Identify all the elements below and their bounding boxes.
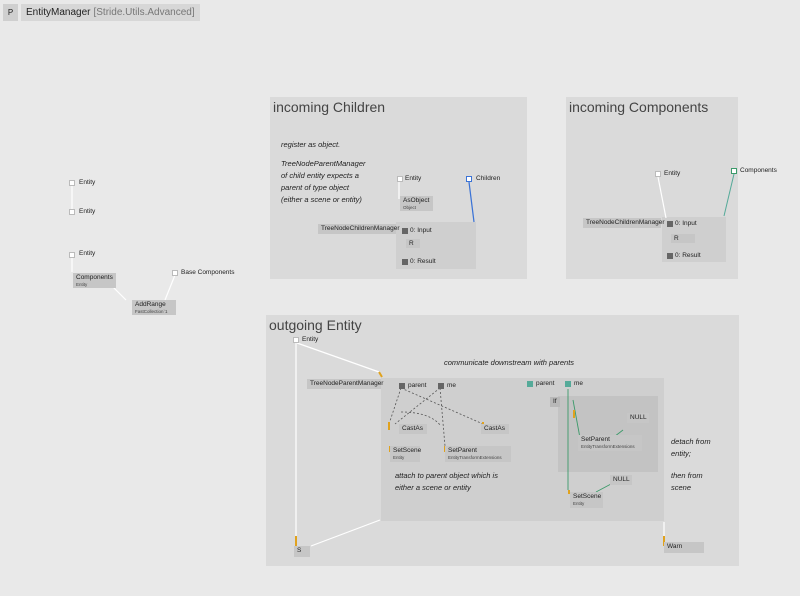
null-node[interactable]: NULL [610, 475, 632, 485]
setscene-node[interactable]: SetScene Entity [570, 492, 603, 508]
setparent-node[interactable]: SetParent EntityTransformExtensions [445, 446, 511, 462]
region-title: incoming Children [273, 99, 386, 115]
comment-line [281, 151, 366, 158]
input-pin[interactable] [402, 228, 408, 234]
entity-pin[interactable] [69, 252, 75, 258]
entity-pin[interactable] [69, 180, 75, 186]
node-title: SetParent [581, 436, 610, 443]
entity-pin-label: Entity [79, 250, 96, 257]
setscene-node[interactable]: SetScene Entity [390, 446, 422, 462]
comment-line: entity; [671, 449, 692, 458]
me-pin[interactable] [438, 383, 444, 389]
me-label: me [447, 382, 457, 389]
register-node[interactable]: R [671, 234, 695, 243]
comment-downstream: communicate downstream with parents [444, 358, 575, 367]
warn-node[interactable]: Warn [664, 542, 704, 553]
comment-line: attach to parent object which is [395, 471, 498, 480]
base-components-pin[interactable] [172, 270, 178, 276]
entity-pin-label: Entity [664, 170, 681, 177]
node-subtitle: Entity [76, 282, 88, 287]
null-node[interactable]: NULL [627, 413, 649, 423]
input-label: 0: Input [410, 227, 432, 234]
region-title: incoming Components [569, 99, 709, 115]
node-title: SetParent [448, 447, 477, 454]
treenode-children-manager-node[interactable]: TreeNodeChildrenManager [583, 218, 665, 228]
result-pin[interactable] [667, 253, 673, 259]
treenode-parent-manager-node[interactable]: TreeNodeParentManager [307, 379, 383, 389]
treenode-children-manager-node[interactable]: TreeNodeChildrenManager [318, 224, 400, 234]
addrange-node[interactable]: AddRange FastCollection`1 [132, 300, 176, 315]
region-title: outgoing Entity [269, 317, 362, 333]
comment-line: either a scene or entity [395, 483, 471, 492]
node-subtitle: EntityTransformExtensions [448, 455, 502, 460]
comment-line: (either a scene or entity) [281, 195, 362, 204]
result-pin[interactable] [402, 259, 408, 265]
children-pin[interactable] [466, 176, 472, 182]
node-subtitle: EntityTransformExtensions [581, 444, 635, 449]
input-label: 0: Input [675, 220, 697, 227]
node-subtitle: Object [403, 205, 417, 210]
entity-pin[interactable] [655, 171, 661, 177]
parent-label: parent [536, 380, 555, 387]
register-node[interactable]: R [406, 239, 420, 248]
base-components-label: Base Components [181, 269, 235, 276]
comment-detach: detach from entity; then from scene [671, 436, 711, 494]
s-node[interactable]: S [294, 546, 310, 557]
entity-pin-label: Entity [79, 179, 96, 186]
entity-pin-label: Entity [79, 208, 96, 215]
comment-attach: attach to parent object which is either … [395, 470, 498, 494]
comment-line: then from [671, 471, 703, 480]
me-label: me [574, 380, 584, 387]
comment-line: parent of type object [281, 183, 349, 192]
comment-line [671, 460, 711, 470]
entity-pin-label: Entity [302, 336, 319, 343]
result-label: 0: Result [410, 258, 436, 265]
components-pin[interactable] [731, 168, 737, 174]
document-category: [Stride.Utils.Advanced] [93, 7, 195, 18]
if-node[interactable]: If [550, 397, 560, 407]
node-subtitle: FastCollection`1 [135, 309, 168, 314]
comment-line: scene [671, 483, 692, 492]
node-subtitle: Entity [573, 501, 585, 506]
comment-line: of child entity expects a [281, 171, 359, 180]
node-title: AsObject [403, 197, 430, 204]
node-title: SetScene [573, 493, 602, 500]
title-bar: P EntityManager [Stride.Utils.Advanced] [3, 3, 200, 22]
entity-pin[interactable] [397, 176, 403, 182]
parent-pin[interactable] [527, 381, 533, 387]
patch-button[interactable]: P [3, 4, 18, 21]
document-title[interactable]: EntityManager [Stride.Utils.Advanced] [21, 4, 200, 21]
node-title: SetScene [393, 447, 422, 454]
castas-node[interactable]: CastAs [481, 424, 509, 434]
children-pin-label: Children [476, 175, 501, 182]
parent-label: parent [408, 382, 427, 389]
node-subtitle: Entity [393, 455, 405, 460]
node-title: Components [76, 274, 113, 281]
entity-pin[interactable] [69, 209, 75, 215]
entity-pin-label: Entity [405, 175, 422, 182]
node-title: AddRange [135, 301, 166, 308]
components-node[interactable]: Components Entity [73, 273, 116, 288]
me-pin[interactable] [565, 381, 571, 387]
parent-pin[interactable] [399, 383, 405, 389]
setparent-node[interactable]: SetParent EntityTransformExtensions [578, 435, 642, 451]
comment-line: detach from [671, 437, 711, 446]
input-pin[interactable] [667, 221, 673, 227]
components-pin-label: Components [740, 167, 777, 174]
comment-line: register as object. [281, 140, 341, 149]
castas-node[interactable]: CastAs [399, 424, 427, 434]
document-name: EntityManager [26, 7, 91, 18]
comment-line: TreeNodeParentManager [281, 159, 366, 168]
entity-pin[interactable] [293, 337, 299, 343]
comment-register: register as object. TreeNodeParentManage… [281, 139, 366, 206]
result-label: 0: Result [675, 252, 701, 259]
asobject-node[interactable]: AsObject Object [400, 196, 433, 211]
